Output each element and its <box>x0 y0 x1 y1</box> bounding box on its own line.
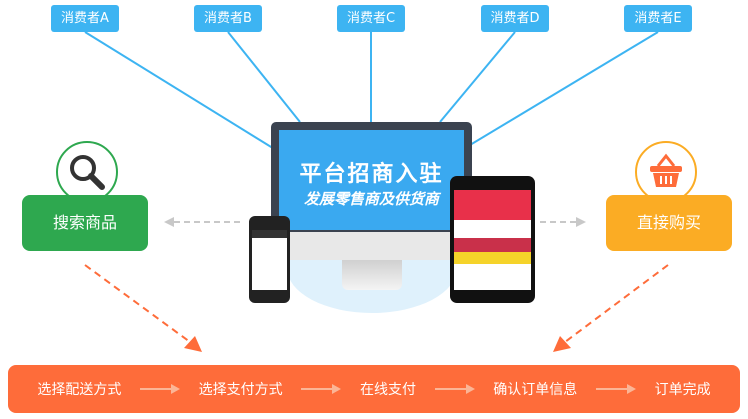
arrow-right-icon <box>595 384 636 394</box>
basket-icon-circle <box>635 141 697 203</box>
tablet <box>450 176 535 303</box>
arrow-right-icon <box>434 384 475 394</box>
arrow-right-icon <box>301 384 342 394</box>
consumer-d: 消费者D <box>481 5 549 32</box>
search-products-box: 搜索商品 <box>22 195 148 251</box>
step-select-payment: 选择支付方式 <box>198 382 283 398</box>
basket-icon <box>650 153 682 187</box>
search-icon-circle <box>56 141 118 203</box>
order-process-bar: 选择配送方式 选择支付方式 在线支付 确认订单信息 订单完成 <box>8 365 740 413</box>
search-icon <box>70 155 105 190</box>
monitor-subtitle: 发展零售商及供货商 <box>303 190 439 208</box>
consumer-e: 消费者E <box>624 5 692 32</box>
monitor-stand <box>342 260 402 290</box>
step-select-delivery: 选择配送方式 <box>37 382 122 398</box>
arrow-right-icon <box>139 384 180 394</box>
step-online-payment: 在线支付 <box>359 382 416 398</box>
monitor: 平台招商入驻 发展零售商及供货商 <box>271 122 472 260</box>
step-confirm-order: 确认订单信息 <box>493 382 578 398</box>
consumer-c: 消费者C <box>337 5 405 32</box>
monitor-screen: 平台招商入驻 发展零售商及供货商 <box>279 130 464 230</box>
step-order-complete: 订单完成 <box>654 382 711 398</box>
direct-purchase-box: 直接购买 <box>606 195 732 251</box>
consumer-b: 消费者B <box>194 5 262 32</box>
phone <box>249 216 290 303</box>
monitor-title: 平台招商入驻 <box>299 162 444 187</box>
consumer-a: 消费者A <box>51 5 119 32</box>
